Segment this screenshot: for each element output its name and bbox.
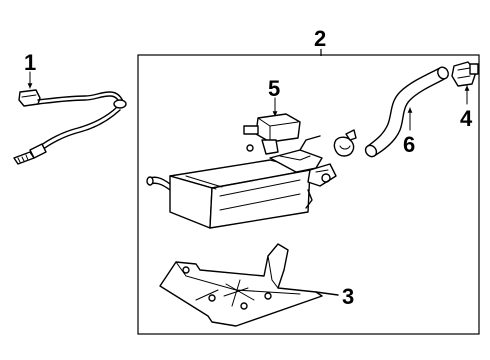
callout-4: 4 [460,106,473,131]
callout-5: 5 [268,76,280,101]
vacuum-valve-part [243,97,301,155]
callout-6: 6 [403,132,415,157]
check-valve-part [451,61,479,105]
hose-part [364,66,449,158]
oxygen-sensor-part [13,71,127,165]
callout-2: 2 [314,26,326,51]
canister-bracket-part [159,243,339,327]
callout-1: 1 [24,50,36,75]
callout-3: 3 [342,284,354,309]
charcoal-canister-part [146,135,337,229]
hose-clip-part [333,129,357,157]
assembly-box [137,54,480,335]
